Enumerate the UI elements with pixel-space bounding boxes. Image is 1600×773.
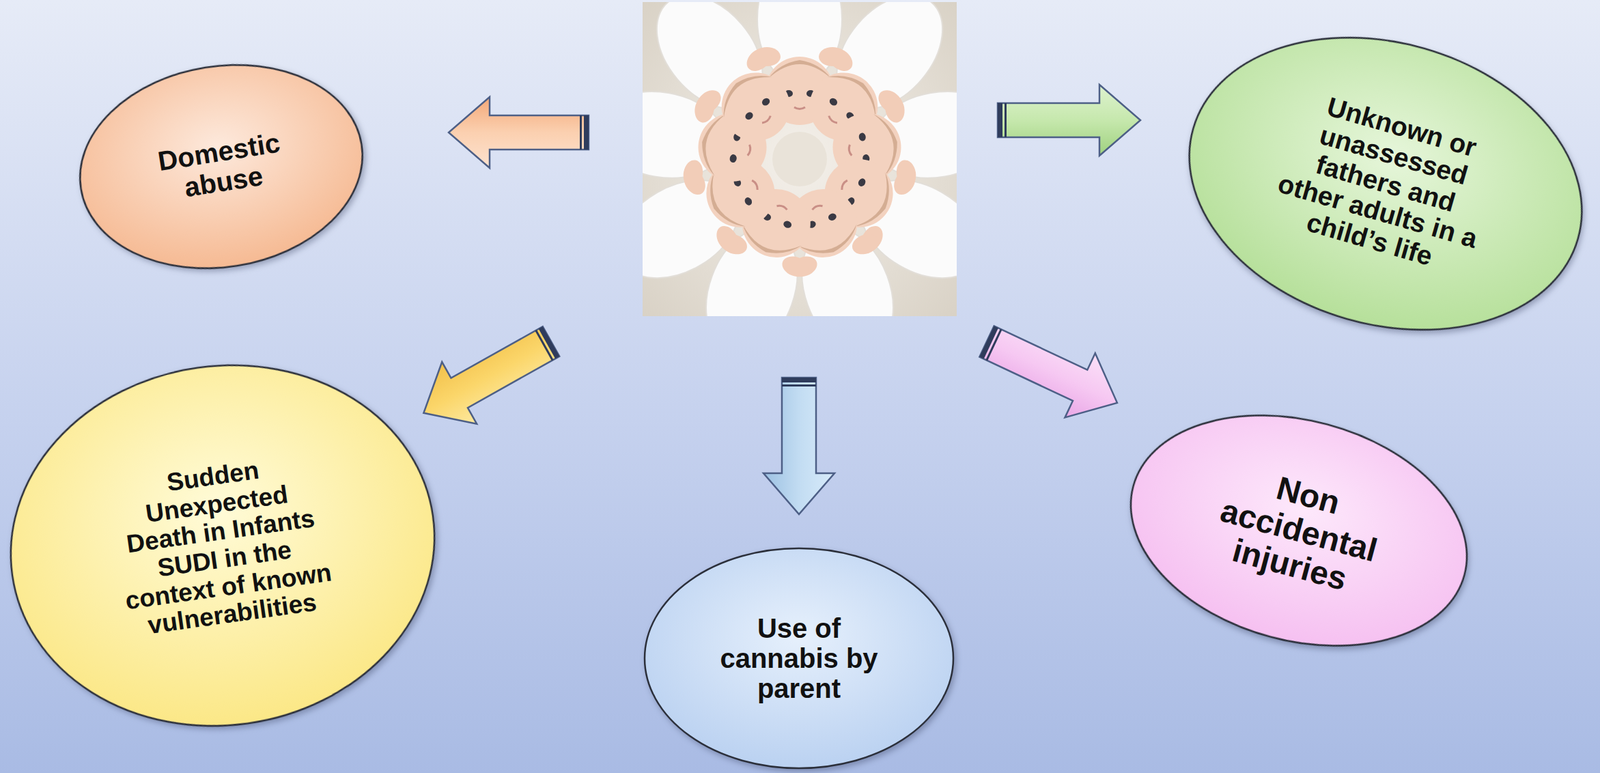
block-arrow: [997, 84, 1141, 156]
topic-ellipse: Non accidental injuries: [1102, 377, 1496, 684]
topic-ellipse: Unknown or unassessed fathers and other …: [1152, 0, 1600, 377]
topic-ellipse: Use of cannabis by parent: [642, 546, 956, 771]
text-block: Sudden Unexpected Death in Infants SUDI …: [105, 447, 341, 643]
block-arrow: [763, 377, 835, 515]
text-block: Use of cannabis by parent: [713, 613, 885, 704]
topic-ellipse: Domestic abuse: [62, 43, 380, 291]
topic-label: Use of cannabis by parent: [713, 613, 885, 704]
topic-ellipse: Sudden Unexpected Death in Infants SUDI …: [0, 335, 461, 756]
block-arrow: [448, 96, 589, 168]
block-arrow: [406, 310, 569, 444]
block-arrow: [971, 309, 1133, 435]
babies-photo: [590, 0, 1010, 368]
topic-label: Sudden Unexpected Death in Infants SUDI …: [105, 447, 341, 643]
